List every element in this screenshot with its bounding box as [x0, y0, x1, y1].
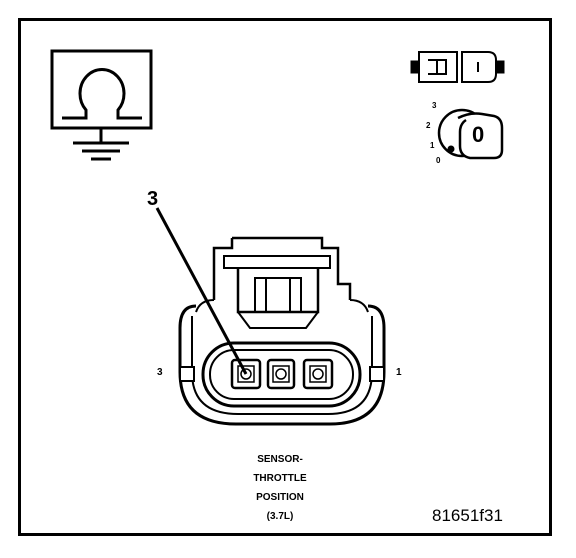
- caption-line-3: POSITION: [256, 492, 304, 503]
- diagram-frame: [18, 18, 552, 536]
- callout-leader-line: [155, 207, 248, 375]
- terminal-pin-3: [230, 358, 262, 390]
- callout-pin-number: 3: [147, 188, 159, 210]
- pin-label-right: 1: [396, 367, 402, 378]
- caption-line-4: (3.7L): [266, 511, 294, 522]
- terminal-pin-2: [266, 358, 296, 390]
- connector-body: [178, 236, 386, 426]
- figure-id: 81651f31: [432, 506, 503, 525]
- key-position-1: 1: [430, 141, 435, 150]
- key-position-3: 3: [432, 101, 437, 110]
- ohmmeter-ground-icon: [50, 49, 153, 161]
- pin-label-left: 3: [157, 367, 163, 378]
- caption-line-1: SENSOR-: [257, 454, 303, 465]
- connector-caption: SENSOR- THROTTLE POSITION (3.7L): [220, 450, 340, 526]
- terminal-pin-1: [302, 358, 334, 390]
- ignition-key-icon: [437, 108, 504, 160]
- key-position-0: 0: [436, 156, 441, 165]
- key-position-2: 2: [426, 121, 431, 130]
- connector-disconnect-icon: [410, 51, 505, 83]
- key-label: 0: [472, 122, 485, 147]
- caption-line-2: THROTTLE: [253, 473, 307, 484]
